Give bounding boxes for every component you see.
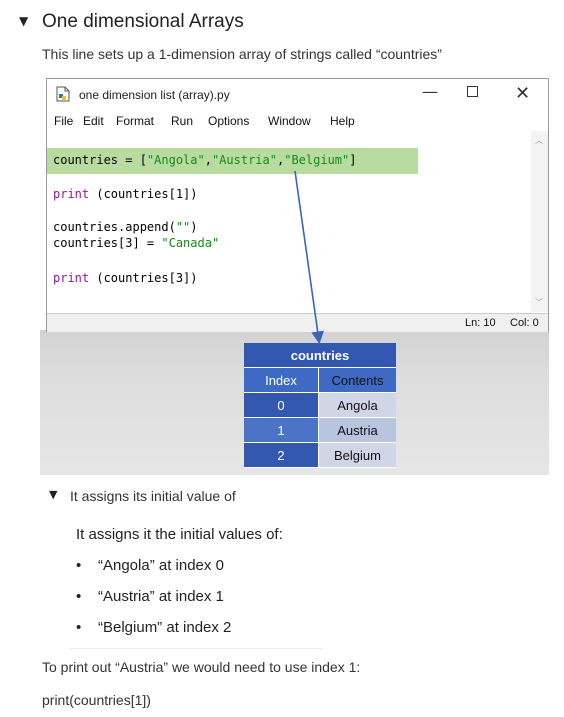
table-row: 1 Austria bbox=[244, 418, 396, 443]
list-item: •“Belgium” at index 2 bbox=[76, 619, 232, 636]
maximize-button[interactable] bbox=[467, 86, 478, 97]
window-title: one dimension list (array).py bbox=[79, 88, 230, 102]
menu-run[interactable]: Run bbox=[171, 114, 194, 128]
content-cell: Belgium bbox=[319, 443, 396, 468]
table-caption: countries bbox=[244, 343, 396, 368]
content-cell: Angola bbox=[319, 393, 396, 418]
index-cell: 1 bbox=[244, 418, 319, 443]
print-example: print(countries[1]) bbox=[42, 692, 151, 708]
subsection-collapse-toggle[interactable]: ▼ bbox=[49, 488, 58, 501]
menu-options[interactable]: Options bbox=[208, 114, 250, 128]
bullet: • bbox=[76, 588, 82, 605]
code-line-append: countries.append("") bbox=[53, 220, 198, 234]
highlighted-line bbox=[47, 148, 418, 174]
window-titlebar: one dimension list (array).py — ✕ bbox=[47, 79, 548, 109]
bullet: • bbox=[76, 619, 82, 636]
menu-bar: File Edit Format Run Options Window Help bbox=[47, 111, 548, 131]
section-heading: One dimensional Arrays bbox=[42, 11, 244, 32]
scroll-up-icon[interactable]: ︿ bbox=[535, 136, 543, 145]
index-cell: 2 bbox=[244, 443, 319, 468]
divider bbox=[70, 648, 322, 649]
minimize-button[interactable]: — bbox=[422, 82, 438, 101]
status-bar: Ln: 10 Col: 0 bbox=[47, 313, 548, 332]
list-item: •“Austria” at index 1 bbox=[76, 588, 224, 605]
code-line-assign: countries[3] = "Canada" bbox=[53, 236, 220, 250]
content-cell: Austria bbox=[319, 418, 396, 443]
menu-format[interactable]: Format bbox=[116, 114, 155, 128]
scroll-down-icon[interactable]: ﹀ bbox=[535, 298, 543, 307]
column-header-index: Index bbox=[244, 368, 319, 393]
code-editor[interactable]: countries = ["Angola","Austria","Belgium… bbox=[47, 131, 531, 312]
python-file-icon bbox=[56, 86, 70, 102]
idle-editor-window: one dimension list (array).py — ✕ File E… bbox=[46, 78, 549, 332]
code-line-declaration: countries = ["Angola","Austria","Belgium… bbox=[53, 153, 357, 167]
section-collapse-toggle[interactable]: ▼ bbox=[19, 14, 29, 28]
menu-help[interactable]: Help bbox=[330, 114, 355, 128]
menu-file[interactable]: File bbox=[54, 114, 74, 128]
table-row: 2 Belgium bbox=[244, 443, 396, 468]
assign-lead-text: It assigns it the initial values of: bbox=[76, 526, 283, 543]
list-item: •“Angola” at index 0 bbox=[76, 557, 224, 574]
bullet: • bbox=[76, 557, 82, 574]
print-explanation: To print out “Austria” we would need to … bbox=[42, 659, 361, 675]
countries-array-table: countries Index Contents 0 Angola 1 Aust… bbox=[244, 343, 396, 468]
vertical-scrollbar[interactable]: ︿ ﹀ bbox=[531, 131, 548, 312]
line-number-status: Ln: 10 bbox=[465, 317, 496, 329]
menu-window[interactable]: Window bbox=[268, 114, 311, 128]
subsection-heading: It assigns its initial value of bbox=[70, 488, 236, 504]
column-number-status: Col: 0 bbox=[510, 317, 539, 329]
code-line-print-1: print (countries[1]) bbox=[53, 187, 198, 201]
code-figure: one dimension list (array).py — ✕ File E… bbox=[40, 75, 549, 475]
column-header-contents: Contents bbox=[319, 368, 396, 393]
code-line-print-3: print (countries[3]) bbox=[53, 271, 198, 285]
menu-edit[interactable]: Edit bbox=[83, 114, 104, 128]
index-cell: 0 bbox=[244, 393, 319, 418]
close-button[interactable]: ✕ bbox=[515, 83, 531, 104]
intro-text: This line sets up a 1-dimension array of… bbox=[42, 46, 442, 62]
table-row: 0 Angola bbox=[244, 393, 396, 418]
